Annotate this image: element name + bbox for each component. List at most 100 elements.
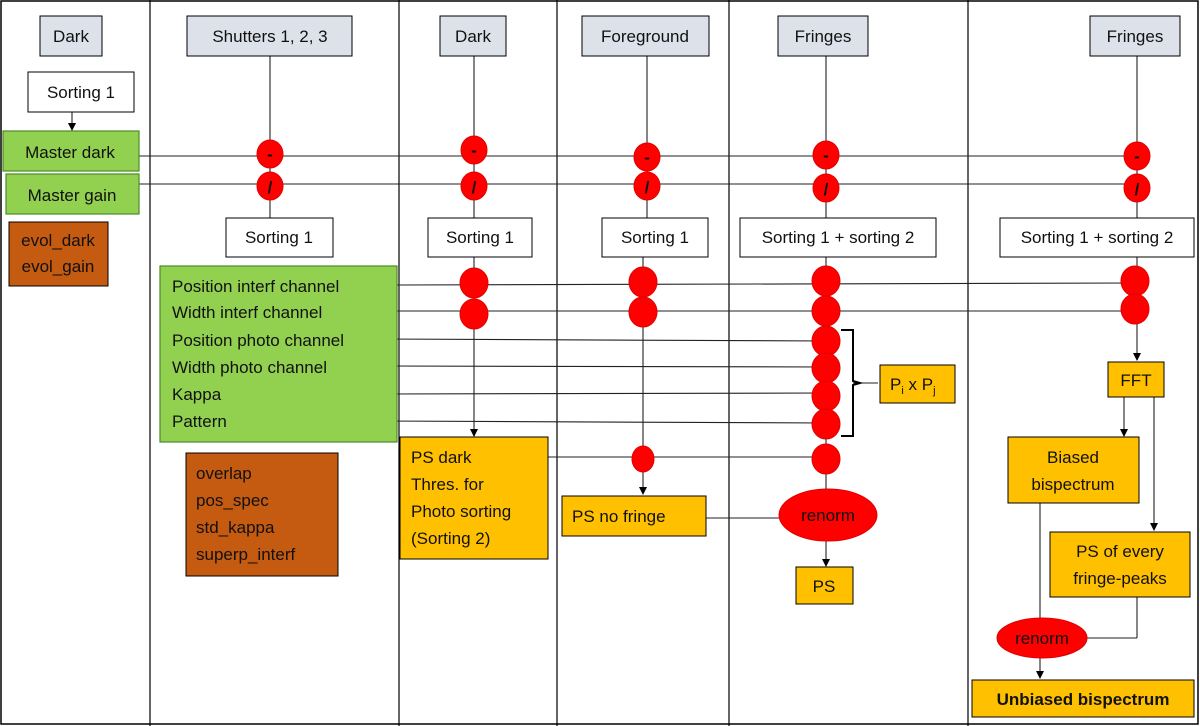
param-label: Pattern (172, 412, 227, 431)
quality-label: std_kappa (196, 518, 275, 537)
column-header-label: Dark (53, 27, 89, 46)
unbiased-label: Unbiased bispectrum (997, 690, 1170, 709)
divide-symbol: / (645, 178, 650, 197)
sorting-label: Sorting 1 + sorting 2 (762, 228, 915, 247)
sorting-box: Sorting 1 (27, 71, 135, 113)
divide-node: / (633, 171, 661, 201)
unbiased-bispectrum-box: Unbiased bispectrum (971, 679, 1195, 718)
subtract-symbol: - (267, 145, 273, 164)
pi-pj-label: Pi x Pj (890, 375, 936, 397)
subtract-node: - (812, 140, 840, 170)
quality-box: overlap pos_spec std_kappa superp_interf (185, 452, 339, 577)
junction-node (459, 298, 489, 330)
column-header-label: Foreground (601, 27, 689, 46)
sorting-label: Sorting 1 (446, 228, 514, 247)
junction-node (811, 325, 841, 357)
ps-dark-line: PS dark (411, 448, 472, 467)
subtract-symbol: - (471, 141, 477, 160)
brace (841, 329, 864, 437)
subtract-symbol: - (823, 146, 829, 165)
ps-dark-line: (Sorting 2) (411, 529, 490, 548)
sorting-label: Sorting 1 (245, 228, 313, 247)
subtract-symbol: - (644, 148, 650, 167)
column-header: Shutters 1, 2, 3 (186, 15, 353, 57)
param-label: Kappa (172, 385, 222, 404)
biased-bispectrum-box: Biased bispectrum (1007, 436, 1140, 504)
horizontal-flow-lines (139, 155, 1158, 679)
param-label: Position photo channel (172, 331, 344, 350)
column-header-label: Fringes (1107, 27, 1164, 46)
subtract-node: - (1123, 141, 1151, 171)
evol-gain-label: evol_gain (22, 257, 95, 276)
junction-node (811, 265, 841, 297)
junction-node (631, 445, 655, 473)
sorting-box: Sorting 1 (225, 217, 334, 258)
junction-node (1120, 265, 1150, 297)
subtract-node: - (460, 135, 488, 165)
junction-node (628, 296, 658, 328)
column-header-label: Shutters 1, 2, 3 (212, 27, 327, 46)
renorm-label: renorm (1015, 629, 1069, 648)
parameters-box: Position interf channel Width interf cha… (159, 265, 398, 443)
sorting-box: Sorting 1 + sorting 2 (999, 217, 1195, 258)
evolution-box: evol_dark evol_gain (8, 221, 109, 287)
pi-pj-box: Pi x Pj (879, 364, 956, 404)
subtract-node: - (633, 142, 661, 172)
ps-no-fringe-box: PS no fringe (561, 495, 707, 537)
column-header: Dark (39, 15, 103, 57)
subtract-node: - (256, 139, 284, 169)
fft-box: FFT (1107, 361, 1165, 398)
ps-dark-line: Thres. for (411, 475, 484, 494)
junction-node (628, 266, 658, 298)
divide-symbol: / (472, 178, 477, 197)
biased-label: bispectrum (1031, 475, 1114, 494)
renorm-label: renorm (801, 506, 855, 525)
renorm-node: renorm (996, 617, 1088, 659)
junction-node (811, 443, 841, 475)
sorting-label: Sorting 1 (47, 83, 115, 102)
param-label: Width interf channel (172, 303, 322, 322)
evol-dark-label: evol_dark (21, 231, 95, 250)
column-header: Foreground (581, 15, 710, 57)
fft-label: FFT (1120, 371, 1151, 390)
param-label: Position interf channel (172, 277, 339, 296)
ps-every-label: PS of every (1076, 542, 1164, 561)
divide-node: / (812, 173, 840, 203)
master-dark-label: Master dark (25, 143, 115, 162)
column-header: Fringes (777, 15, 869, 57)
divide-symbol: / (824, 180, 829, 199)
junction-node (459, 267, 489, 299)
junction-node (1120, 293, 1150, 325)
ps-dark-box: PS dark Thres. for Photo sorting (Sortin… (399, 436, 549, 560)
master-gain-label: Master gain (28, 186, 117, 205)
divide-symbol: / (1135, 180, 1140, 199)
ps-output-label: PS (813, 577, 836, 596)
sorting-label: Sorting 1 + sorting 2 (1021, 228, 1174, 247)
divide-node: / (460, 171, 488, 201)
junction-node (811, 352, 841, 384)
column-header: Dark (439, 15, 507, 57)
divide-node: / (256, 171, 284, 201)
master-dark-box: Master dark (2, 130, 140, 172)
ps-dark-line: Photo sorting (411, 502, 511, 521)
junction-node (811, 380, 841, 412)
renorm-node: renorm (778, 488, 878, 542)
biased-label: Biased (1047, 448, 1099, 467)
column-header-label: Fringes (795, 27, 852, 46)
sorting-box: Sorting 1 (427, 217, 533, 258)
junction-node (811, 408, 841, 440)
quality-label: pos_spec (196, 491, 269, 510)
ps-output-box: PS (795, 566, 854, 605)
sorting-box: Sorting 1 (601, 217, 709, 258)
subtract-symbol: - (1134, 147, 1140, 166)
param-label: Width photo channel (172, 358, 327, 377)
ps-every-label: fringe-peaks (1073, 569, 1167, 588)
quality-label: superp_interf (196, 545, 296, 564)
divide-symbol: / (268, 178, 273, 197)
sorting-label: Sorting 1 (621, 228, 689, 247)
column-header-label: Dark (455, 27, 491, 46)
ps-every-fringe-box: PS of every fringe-peaks (1049, 531, 1191, 598)
sorting-box: Sorting 1 + sorting 2 (739, 217, 937, 258)
